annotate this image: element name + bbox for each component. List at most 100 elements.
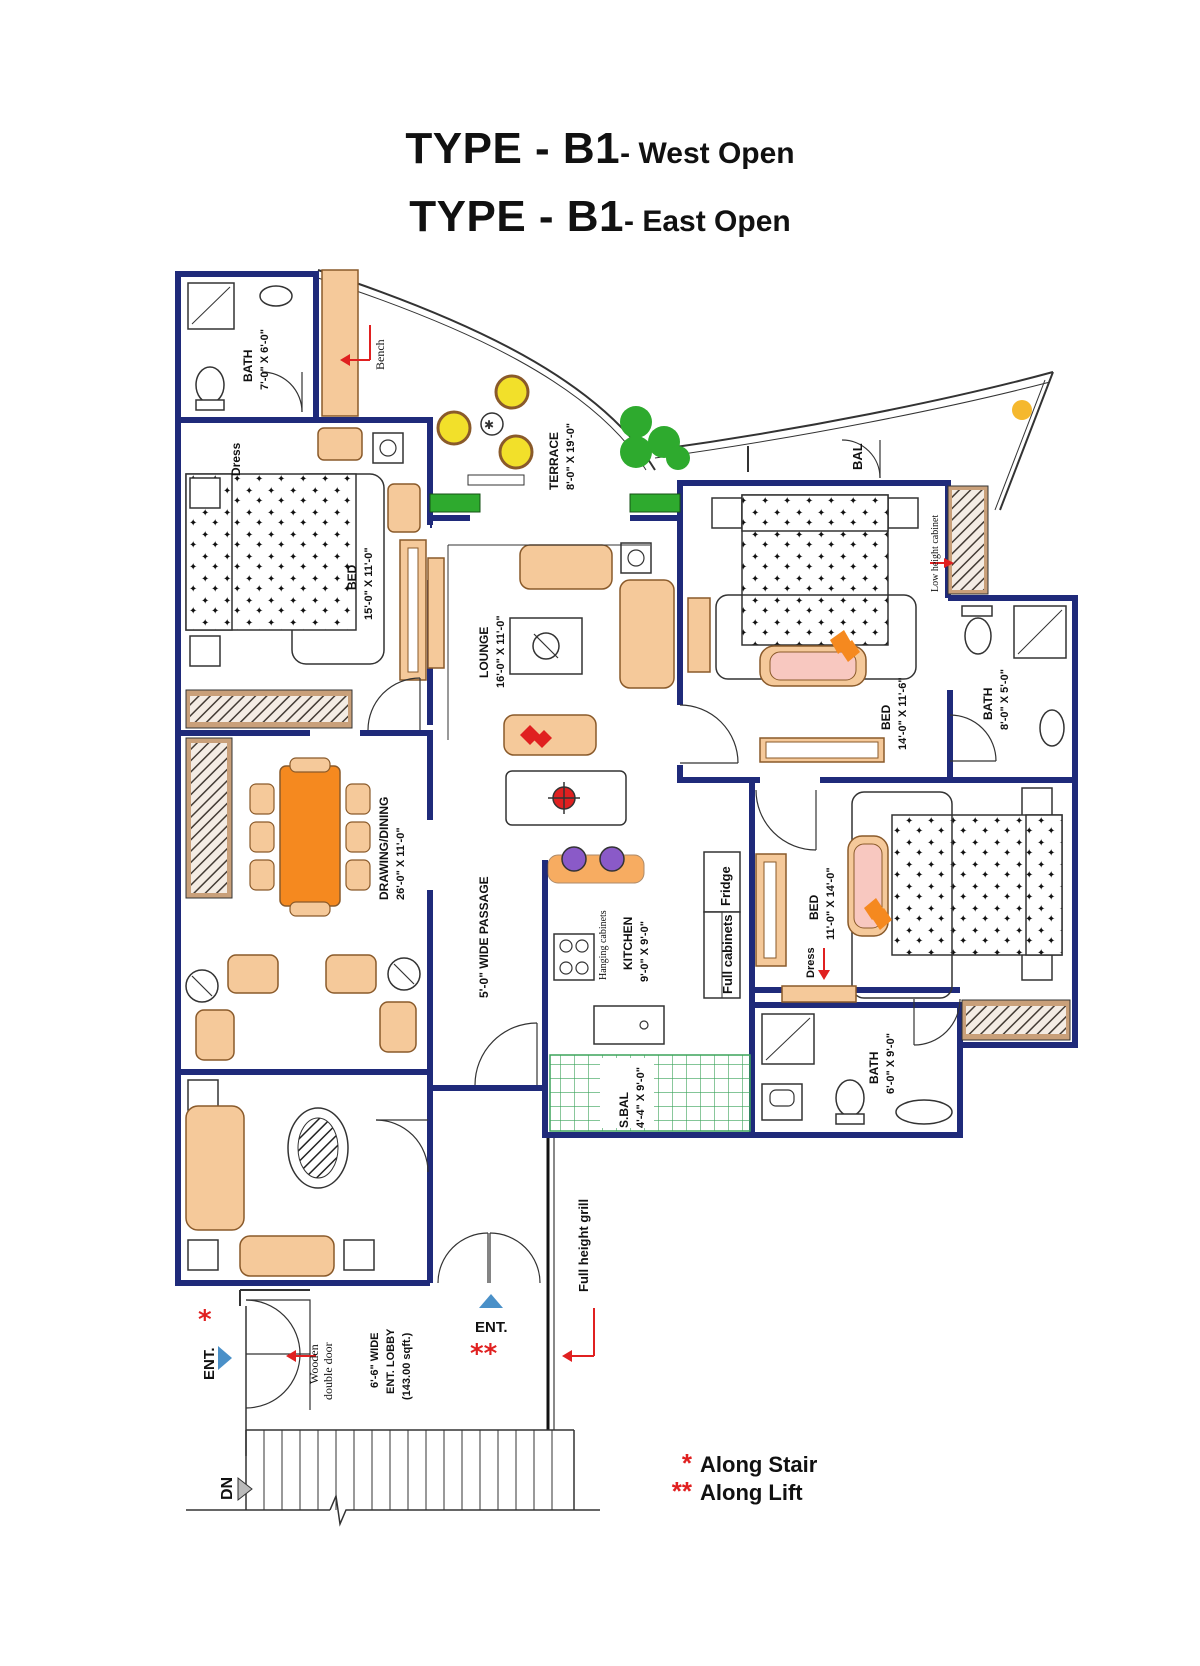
dining-table — [279, 765, 341, 907]
dress-left-label: Dress — [229, 442, 243, 476]
terrace-name: TERRACE — [547, 432, 561, 490]
door-swing — [913, 998, 961, 1046]
terrace-size: 8'-0" X 19'-0" — [565, 423, 577, 490]
bath-top-left-name: BATH — [241, 350, 255, 382]
chair — [387, 483, 421, 533]
sbal-size: 4'-4" X 9'-0" — [635, 1067, 647, 1128]
ent-left-mark: * — [198, 1305, 212, 1335]
door-swing — [679, 704, 739, 764]
sofa — [503, 714, 597, 756]
tv-unit — [427, 557, 445, 669]
bal-label: BAL — [850, 443, 865, 470]
entrance-lobby: Full height grill Wooden double door 6'-… — [186, 1138, 600, 1527]
bath-top-left-size: 7'-0" X 6'-0" — [259, 329, 271, 390]
washbasin-icon — [1039, 709, 1065, 747]
ent-mid-label: ENT. — [475, 1319, 508, 1336]
dn-label: DN — [219, 1477, 236, 1500]
side-table-icon — [189, 635, 221, 667]
bed-left-room: Dress BED 15'-0" X 11'-0" — [185, 427, 427, 731]
washbasin-icon — [895, 1099, 953, 1125]
plant-icon — [666, 446, 690, 470]
lounge-name: LOUNGE — [477, 627, 491, 678]
side-table-icon — [187, 1239, 219, 1271]
console — [687, 597, 711, 673]
washbasin-icon — [259, 285, 293, 307]
wooden-door — [246, 1299, 311, 1354]
drawing-dining-size: 26'-0" X 11'-0" — [395, 827, 407, 900]
lamp-table-icon — [372, 432, 404, 464]
door-swing — [437, 1232, 489, 1284]
door-swing — [261, 371, 303, 413]
plan-type-east: TYPE - B1 — [409, 192, 625, 241]
door-swing — [367, 677, 421, 731]
plan-orientation-east: - East Open — [624, 205, 791, 238]
terrace-chair — [498, 434, 534, 470]
bench-arrow-icon — [340, 354, 350, 366]
bath-bottom-size: 6'-0" X 9'-0" — [885, 1033, 897, 1094]
cabinet-arrow-icon — [944, 558, 954, 568]
stool-icon — [599, 846, 625, 872]
bed-right-bottom-room: BED 11'-0" X 14'-0" Dress — [755, 787, 1071, 1046]
bath-bottom: BATH 6'-0" X 9'-0" — [761, 1013, 953, 1125]
ent-left-label: ENT. — [201, 1347, 218, 1380]
side-table-icon — [187, 1079, 219, 1111]
legend-text-lift: Along Lift — [700, 1480, 803, 1505]
lounge-size: 16'-0" X 11'-0" — [495, 615, 507, 688]
legend-item-stair: *Along Stair — [648, 1448, 817, 1479]
light-fixture-icon — [1012, 400, 1032, 420]
hob-icon — [553, 933, 595, 981]
balcony-door: BAL — [747, 439, 881, 479]
bed-left-name: BED — [345, 564, 359, 590]
lobby-line-3: (143.00 sqft.) — [401, 1332, 413, 1400]
bed-right-top-size: 14'-0" X 11'-6" — [897, 677, 909, 750]
toilet-icon — [835, 1079, 865, 1117]
door-swing — [489, 1232, 541, 1284]
kitchen-room: Hanging cabinets KITCHEN 9'-0" X 9'-0" F… — [547, 846, 741, 1045]
dress-arrow-icon — [818, 970, 830, 980]
kitchen-name: KITCHEN — [621, 917, 635, 970]
sofa — [185, 1105, 245, 1231]
ent-mid-mark: ** — [470, 1339, 498, 1369]
bed-left-size: 15'-0" X 11'-0" — [363, 547, 375, 620]
bath-right-size: 8'-0" X 5'-0" — [999, 669, 1011, 730]
terrace-chair — [436, 410, 472, 446]
plan-title-east: TYPE - B1- East Open — [0, 192, 1200, 242]
legend-text-stair: Along Stair — [700, 1452, 818, 1477]
side-table-icon — [189, 477, 221, 509]
plan-orientation-west: - West Open — [620, 137, 795, 170]
plan-title-west: TYPE - B1- West Open — [0, 124, 1200, 174]
terrace-table — [480, 412, 504, 436]
terrace-chair — [494, 374, 530, 410]
entry-arrow-icon — [479, 1294, 503, 1308]
planter — [429, 493, 481, 513]
stool-icon — [561, 846, 587, 872]
toilet-icon — [195, 366, 225, 404]
side-table-icon — [887, 497, 919, 529]
bed-right-bottom-size: 11'-0" X 14'-0" — [825, 867, 837, 940]
bath-top-left: BATH 7'-0" X 6'-0" — [187, 282, 303, 413]
side-table-icon — [711, 497, 743, 529]
bath-right-name: BATH — [981, 688, 995, 720]
plant-icon — [620, 436, 652, 468]
legend-item-lift: **Along Lift — [648, 1476, 803, 1507]
door-swing — [474, 1022, 538, 1086]
sofa — [619, 579, 675, 689]
terrace-furniture: ✱ TERRACE 8'-0" X 19'-0" — [429, 374, 690, 513]
service-balcony: S.BAL 4'-4" X 9'-0" — [549, 1054, 751, 1132]
door-swing — [949, 714, 997, 762]
lounge-room: LOUNGE 16'-0" X 11'-0" — [427, 542, 675, 826]
sbal-name: S.BAL — [617, 1092, 631, 1128]
hanging-cabinets-label: Hanging cabinets — [598, 910, 609, 980]
side-table-icon — [343, 1239, 375, 1271]
lobby-line-2: ENT. LOBBY — [385, 1328, 397, 1394]
low-height-cabinet-label: Low height cabinet — [930, 515, 941, 592]
plan-type-west: TYPE - B1 — [405, 124, 621, 173]
svg-text:✱: ✱ — [484, 418, 494, 432]
living-room — [185, 1079, 429, 1277]
dress-right-label: Dress — [805, 947, 817, 978]
drawing-dining-room: DRAWING/DINING 26'-0" X 11'-0" — [185, 737, 421, 1061]
wooden-door-label-2: double door — [321, 1342, 335, 1400]
bath-bottom-name: BATH — [867, 1052, 881, 1084]
bench — [321, 269, 359, 417]
planter — [629, 493, 681, 513]
